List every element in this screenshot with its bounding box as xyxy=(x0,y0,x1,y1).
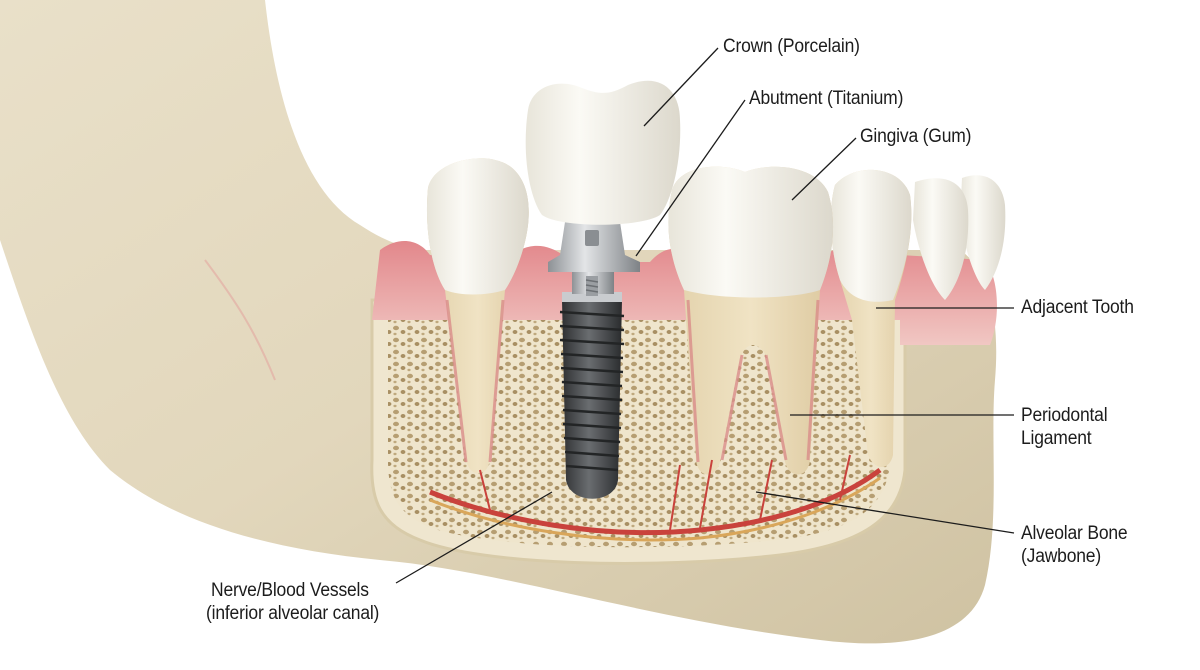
label-periodontal-ligament-line2: Ligament xyxy=(1021,428,1092,449)
leader-lines xyxy=(395,47,1015,584)
label-periodontal-ligament-line1: Periodontal xyxy=(1021,405,1108,426)
label-crown: Crown (Porcelain) xyxy=(723,36,860,57)
label-alveolar-bone-line1: Alveolar Bone xyxy=(1021,523,1128,544)
front-tooth-2 xyxy=(913,178,969,300)
inferior-alveolar-canal xyxy=(429,454,882,542)
label-nerve-vessels-line1: Nerve/Blood Vessels xyxy=(211,580,369,601)
implant-fixture xyxy=(559,292,625,499)
label-nerve-vessels-line2: (inferior alveolar canal) xyxy=(206,603,380,624)
leader-crown xyxy=(643,47,719,127)
porcelain-crown xyxy=(525,80,681,225)
leader-abutment xyxy=(635,99,746,257)
label-abutment: Abutment (Titanium) xyxy=(749,88,904,109)
label-gingiva: Gingiva (Gum) xyxy=(860,126,972,147)
abutment xyxy=(548,222,640,296)
cancellous-bone xyxy=(388,305,890,548)
label-alveolar-bone-line2: (Jawbone) xyxy=(1021,546,1101,567)
leader-nerve xyxy=(395,491,553,584)
leader-alveolar xyxy=(755,491,1015,534)
leader-gingiva xyxy=(791,137,857,201)
label-adjacent-tooth: Adjacent Tooth xyxy=(1021,297,1134,318)
front-tooth-3 xyxy=(960,175,1006,290)
